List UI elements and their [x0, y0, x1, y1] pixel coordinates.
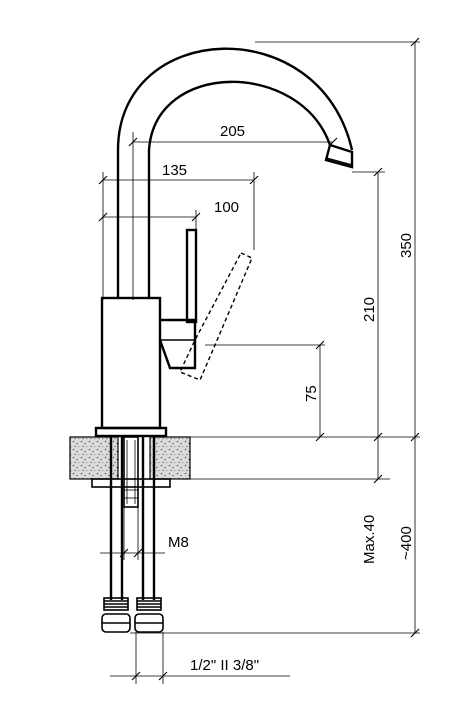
dim-210-label: 210 — [361, 297, 378, 322]
dim-350-label: 350 — [398, 233, 415, 258]
hose-right — [134, 437, 164, 633]
dim-75-label: 75 — [303, 385, 320, 402]
dim-400-label: ~400 — [398, 526, 415, 560]
hose-left — [101, 437, 131, 633]
mounting-hardware — [91, 436, 171, 508]
dim-205-label: 205 — [220, 123, 245, 140]
dim-100-label: 100 — [214, 199, 239, 216]
dim-max40-label: Max.40 — [361, 515, 378, 564]
dim-connection-label: 1/2" II 3/8" — [190, 657, 259, 674]
dim-135-label: 135 — [162, 162, 187, 179]
dim-m8-label: M8 — [168, 534, 189, 551]
faucet-body — [94, 47, 354, 438]
dimension-lines — [98, 37, 420, 684]
